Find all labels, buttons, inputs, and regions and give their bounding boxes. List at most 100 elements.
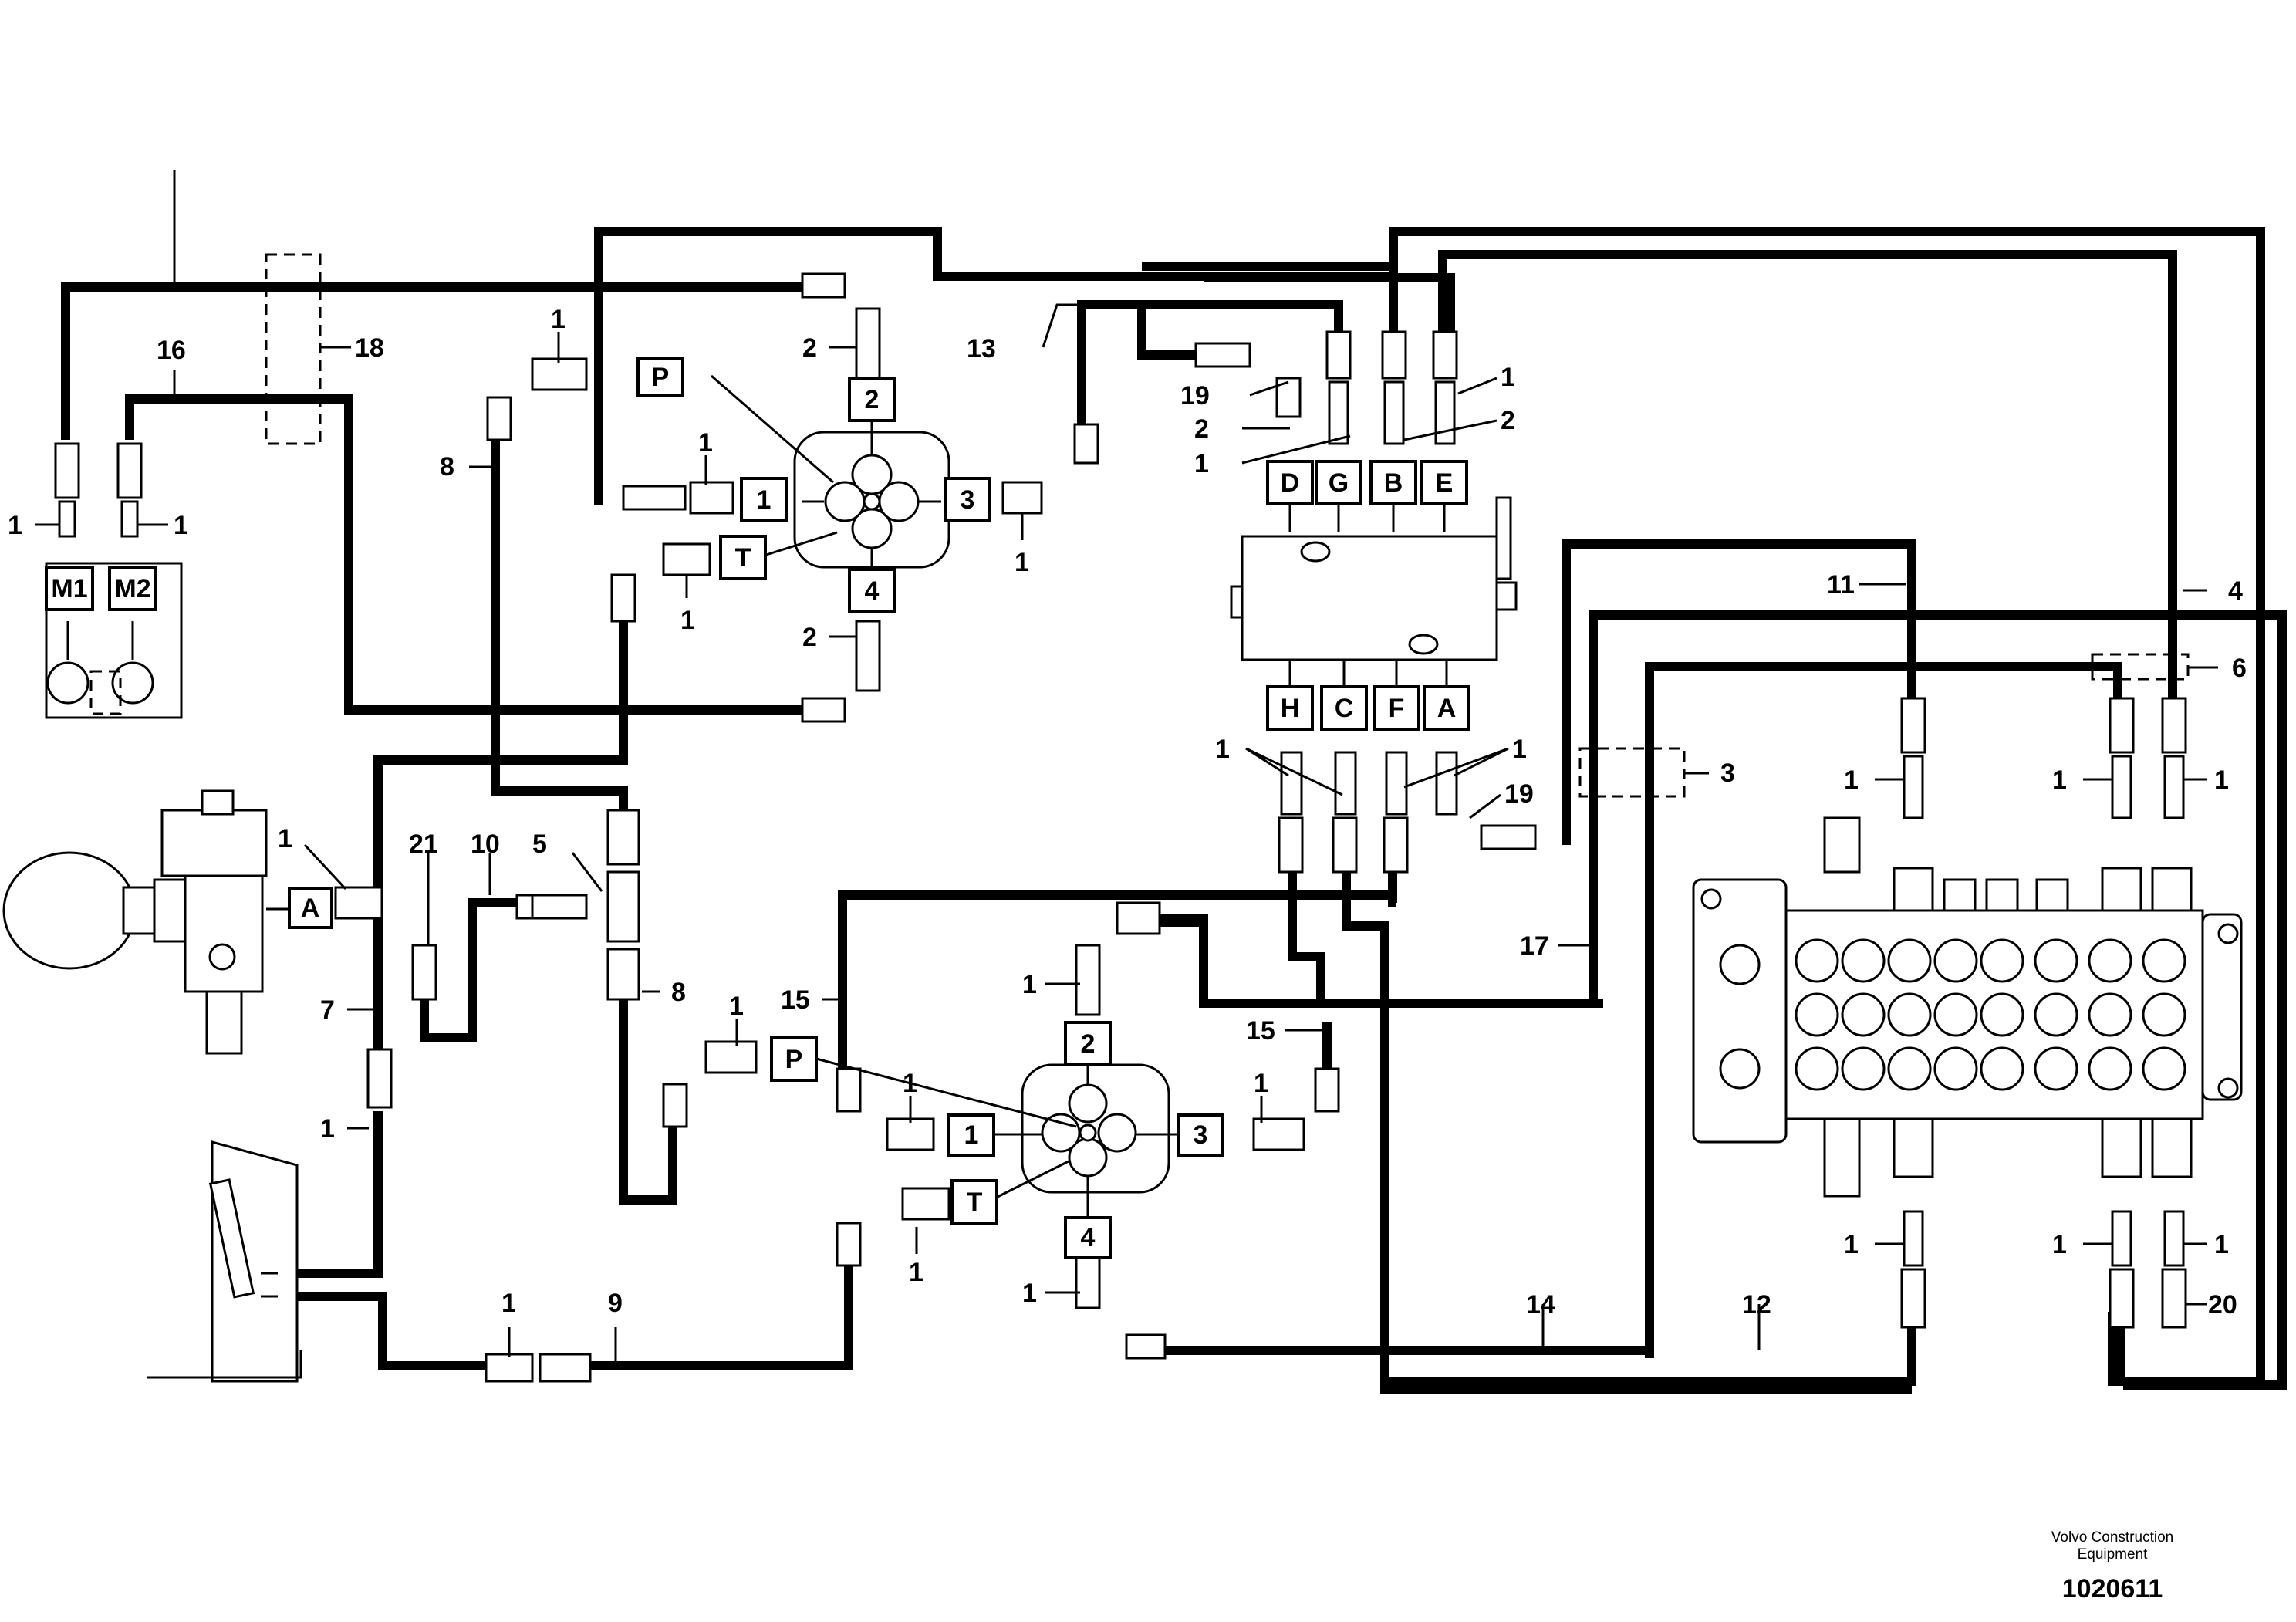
- fitting-c-hose: [1332, 816, 1358, 874]
- mcv-bolt-1: [1700, 888, 1722, 910]
- port-label-upper-t: T: [735, 543, 751, 573]
- spool-8c: [2142, 1046, 2186, 1091]
- accumulator-nut: [153, 878, 187, 943]
- mcv-t-port: [1719, 1048, 1761, 1090]
- port-box-lower-2: 2: [1064, 1021, 1112, 1066]
- callout-1-lower-3: 1: [1254, 1069, 1268, 1098]
- caption-block: Volvo Construction Equipment 1020611: [2051, 1529, 2173, 1603]
- callout-14: 14: [1526, 1290, 1555, 1320]
- solenoid-stem: [205, 990, 243, 1055]
- port-label-c: C: [1335, 694, 1354, 723]
- fitting-upper-p-hose: [486, 396, 512, 441]
- fitting-11-hose: [1900, 697, 1926, 754]
- callout-8-lower: 8: [671, 978, 686, 1007]
- callout-1-m2: 1: [174, 511, 188, 540]
- port-label-lower-p: P: [785, 1045, 803, 1074]
- port-label-lower-3: 3: [1194, 1120, 1208, 1150]
- callout-2-upper-a: 2: [802, 333, 817, 363]
- cap-top-4: [1985, 878, 2019, 912]
- fitting-lower-t-hose: [836, 1222, 862, 1267]
- callout-11: 11: [1827, 570, 1855, 600]
- callout-5: 5: [532, 830, 547, 859]
- port-box-a-selector: A: [1423, 685, 1470, 731]
- hose-16-upper: [61, 282, 818, 440]
- spool-3c: [1887, 1046, 1932, 1091]
- callout-18: 18: [355, 333, 384, 363]
- upper-port-3: [878, 481, 920, 522]
- port-label-lower-2: 2: [1081, 1029, 1096, 1059]
- spool-3a: [1887, 938, 1932, 983]
- fitting-upper-3-hose: [1073, 423, 1099, 465]
- port-box-c: C: [1320, 685, 1368, 731]
- callout-20: 20: [2208, 1290, 2237, 1320]
- fitting-g-hose: [1325, 330, 1352, 380]
- bracket-foot: [147, 1350, 302, 1379]
- spool-7c: [2088, 1046, 2132, 1091]
- lower-port-3: [1097, 1113, 1137, 1153]
- callout-1-12: 1: [1844, 1230, 1859, 1259]
- port-box-lower-1: 1: [947, 1113, 995, 1157]
- leader-1-e: [1457, 377, 1497, 395]
- bracket-slot: [208, 1178, 255, 1299]
- cap-bottom-1: [1823, 1117, 1861, 1198]
- fitting-m2-hose: [116, 442, 143, 499]
- callout-leaders: [35, 170, 2218, 1366]
- flow-arrows: [66, 374, 1448, 1298]
- spool-4c: [1933, 1046, 1978, 1091]
- callout-19-top: 19: [1180, 381, 1210, 411]
- spool-5c: [1980, 1046, 2024, 1091]
- arrow-upper-p: [711, 374, 834, 484]
- fitting-a-adapter: [1435, 751, 1458, 816]
- hose-4: [1389, 227, 2265, 1386]
- port-box-upper-4: 4: [848, 568, 896, 613]
- fitting-6-hose: [2109, 697, 2135, 754]
- caption-line-2: Equipment: [2078, 1546, 2149, 1563]
- fitting-7-hose: [366, 1048, 393, 1109]
- cap-top-3: [1943, 878, 1977, 912]
- fitting-accum-a-adapter: [334, 886, 383, 920]
- fitting-lower-4-hose: [1125, 1333, 1167, 1360]
- pedal-bracket: [147, 1140, 302, 1383]
- fitting-lower-p-hose: [662, 1083, 688, 1128]
- callout-7: 7: [320, 995, 335, 1025]
- fitting-c-adapter: [1334, 751, 1357, 816]
- spool-1c: [1795, 1046, 1839, 1091]
- callout-4: 4: [2228, 576, 2243, 606]
- solenoid-coil: [160, 809, 268, 877]
- lower-port-2: [1068, 1083, 1108, 1124]
- spool-5b: [1980, 992, 2024, 1037]
- fitting-lower-3-adapter: [1252, 1117, 1305, 1151]
- callout-1-upper-p: 1: [551, 305, 566, 334]
- selector-lever-knob: [1495, 581, 1518, 611]
- callout-1-hc: 1: [1215, 735, 1230, 764]
- cap-top-1: [1823, 816, 1861, 874]
- callout-1-upper-3: 1: [1015, 548, 1029, 577]
- arrow-lower-p: [815, 1057, 1077, 1128]
- lower-center: [1079, 1124, 1097, 1142]
- leader-1-g: [1241, 434, 1351, 465]
- port-box-upper-3: 3: [944, 477, 991, 522]
- port-box-lower-4: 4: [1064, 1216, 1112, 1259]
- leader-5: [571, 852, 603, 892]
- fitting-upper-4-hose: [801, 697, 846, 723]
- fitting-upper-1-hose: [622, 485, 687, 511]
- port-label-upper-1: 1: [757, 485, 772, 515]
- fitting-4-adapter: [2163, 755, 2185, 819]
- callout-1-e: 1: [1501, 363, 1515, 392]
- cap-top-6: [2101, 867, 2142, 912]
- fitting-h-hose: [1278, 816, 1304, 874]
- mcv-bolt-2: [2217, 923, 2239, 944]
- callout-9: 9: [608, 1289, 623, 1318]
- fitting-lower-1-adapter: [886, 1117, 935, 1151]
- hose-10: [420, 898, 517, 1042]
- spool-2a: [1841, 938, 1886, 983]
- hose-16-lower: [125, 394, 818, 715]
- callout-21: 21: [409, 830, 438, 859]
- bracket-plate: [211, 1140, 299, 1383]
- mcv-bolt-3: [2217, 1077, 2239, 1099]
- selector-valve: [1230, 496, 1518, 661]
- fitting-lower-p-adapter: [704, 1040, 758, 1074]
- fitting-lower-2-hose: [1116, 901, 1161, 935]
- port-box-m2: M2: [108, 566, 157, 611]
- leader-19-bottom: [1469, 793, 1501, 819]
